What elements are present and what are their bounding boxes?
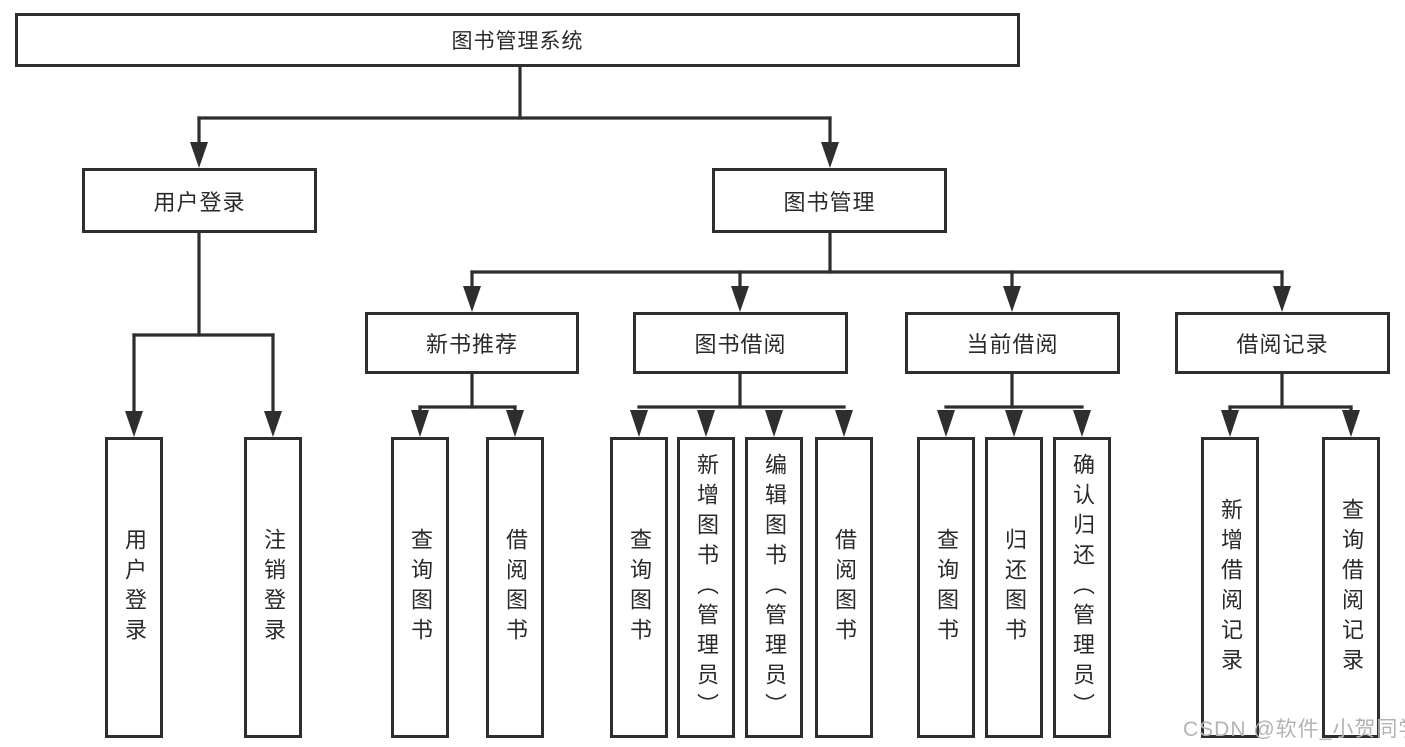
leaf-records-query-record-label: 查询借阅记录 <box>1339 497 1364 678</box>
leaf-borrow-add-books-admin-label: 新增图书（管理员） <box>694 452 719 723</box>
node-new-book-recommendation: 新书推荐 <box>365 312 579 374</box>
leaf-current-query-books-label: 查询图书 <box>934 527 959 648</box>
node-user-login-label: 用户登录 <box>153 189 246 215</box>
leaf-recommend-borrow-books-label: 借阅图书 <box>503 527 528 648</box>
connector-user-login-to-leaves <box>125 231 282 437</box>
node-book-management: 图书管理 <box>712 168 947 233</box>
leaf-recommend-query-books: 查询图书 <box>391 437 449 738</box>
leaf-borrow-add-books-admin: 新增图书（管理员） <box>677 437 735 738</box>
connector-book-management-to-level3 <box>463 231 1291 312</box>
leaf-recommend-borrow-books: 借阅图书 <box>486 437 544 738</box>
leaf-borrow-borrow-books: 借阅图书 <box>815 437 873 738</box>
node-borrowing-records: 借阅记录 <box>1175 312 1390 374</box>
connector-current-borrow-to-leaves <box>937 372 1091 437</box>
connector-book-borrow-to-leaves <box>630 372 853 437</box>
node-new-book-recommendation-label: 新书推荐 <box>425 332 518 357</box>
leaf-borrow-borrow-books-label: 借阅图书 <box>832 527 857 648</box>
leaf-user-login-label: 用户登录 <box>122 527 147 648</box>
leaf-current-confirm-return-admin-label: 确认归还（管理员） <box>1070 452 1095 723</box>
node-book-borrowing-label: 图书借阅 <box>694 332 787 357</box>
leaf-borrow-query-books-label: 查询图书 <box>627 527 652 648</box>
leaf-records-add-record-label: 新增借阅记录 <box>1218 497 1243 678</box>
leaf-logout-label: 注销登录 <box>261 527 286 648</box>
leaf-current-return-books-label: 归还图书 <box>1002 527 1027 648</box>
node-current-borrowing: 当前借阅 <box>905 312 1120 374</box>
leaf-borrow-edit-books-admin: 编辑图书（管理员） <box>745 437 803 738</box>
leaf-logout: 注销登录 <box>244 437 302 738</box>
leaf-user-login: 用户登录 <box>105 437 163 738</box>
connector-new-book-recommend-to-leaves <box>411 372 524 437</box>
leaf-current-return-books: 归还图书 <box>985 437 1043 738</box>
leaf-borrow-edit-books-admin-label: 编辑图书（管理员） <box>762 452 787 723</box>
leaf-records-add-record: 新增借阅记录 <box>1201 437 1259 738</box>
node-library-management-system: 图书管理系统 <box>15 13 1020 67</box>
leaf-current-confirm-return-admin: 确认归还（管理员） <box>1053 437 1111 738</box>
connector-root-to-level2 <box>190 65 839 168</box>
node-current-borrowing-label: 当前借阅 <box>966 332 1059 357</box>
node-book-borrowing: 图书借阅 <box>633 312 848 374</box>
node-book-management-label: 图书管理 <box>783 189 876 215</box>
csdn-watermark: CSDN @软件_小贺同学 <box>1183 718 1405 741</box>
node-user-login: 用户登录 <box>82 168 317 233</box>
leaf-borrow-query-books: 查询图书 <box>610 437 668 738</box>
connector-borrow-records-to-leaves <box>1221 372 1360 437</box>
leaf-recommend-query-books-label: 查询图书 <box>408 527 433 648</box>
node-borrowing-records-label: 借阅记录 <box>1236 332 1329 357</box>
leaf-records-query-record: 查询借阅记录 <box>1322 437 1380 738</box>
node-library-management-system-label: 图书管理系统 <box>451 30 584 53</box>
leaf-current-query-books: 查询图书 <box>917 437 975 738</box>
